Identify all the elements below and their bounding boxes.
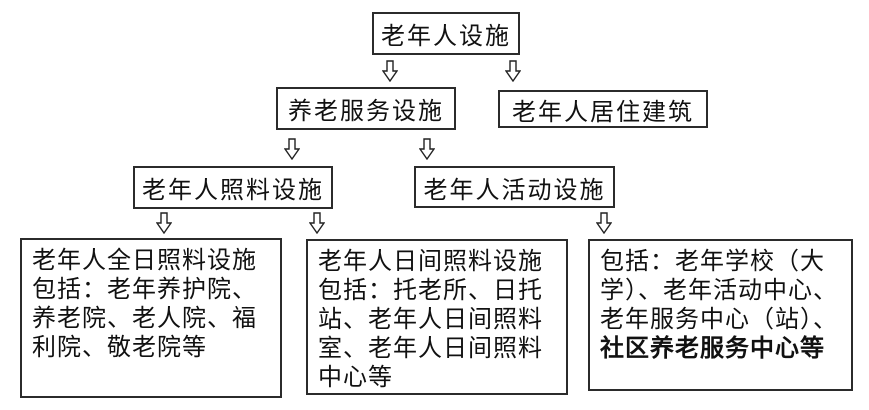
down-arrow-icon — [596, 212, 612, 234]
leaf-text-line: 老年服务中心（站）、 — [600, 307, 838, 333]
node-elderly-facilities: 老年人设施 — [372, 12, 520, 55]
down-arrow-icon — [505, 60, 521, 82]
leaf-daytime-care-facilities: 老年人日间照料设施 包括：托老所、日托 站、老年人日间照料 室、老年人日间照料 … — [306, 239, 568, 395]
down-arrow-icon — [156, 212, 172, 234]
leaf-text-line: 老年人全日照料设施 — [32, 248, 257, 274]
down-arrow-icon — [382, 60, 398, 82]
node-label: 养老服务设施 — [288, 99, 444, 125]
leaf-text-line: 站、老年人日间照料 — [318, 307, 543, 333]
leaf-text-line: 包括：老年学校（大 — [600, 249, 825, 275]
leaf-text-line: 老年人日间照料设施 — [318, 249, 543, 275]
leaf-text-line-bold: 社区养老服务中心等 — [600, 336, 825, 362]
down-arrow-icon — [284, 138, 300, 160]
node-label: 老年人设施 — [381, 24, 511, 50]
leaf-text-line: 室、老年人日间照料 — [318, 336, 543, 362]
down-arrow-icon — [419, 138, 435, 160]
leaf-activity-facility-examples: 包括：老年学校（大 学）、老年活动中心、 老年服务中心（站）、 社区养老服务中心… — [588, 239, 853, 391]
leaf-fullday-care-facilities: 老年人全日照料设施 包括：老年养护院、 养老院、老人院、福 利院、敬老院等 — [20, 238, 282, 398]
leaf-text-line: 中心等 — [318, 365, 393, 391]
node-residential-buildings: 老年人居住建筑 — [498, 90, 708, 128]
leaf-text-line: 包括：老年养护院、 — [32, 277, 257, 303]
node-care-facilities: 老年人照料设施 — [133, 166, 333, 209]
leaf-text-line: 利院、敬老院等 — [32, 335, 207, 361]
down-arrow-icon — [309, 212, 325, 234]
leaf-text-line: 包括：托老所、日托 — [318, 278, 543, 304]
node-label: 老年人活动设施 — [423, 177, 606, 204]
node-label: 老年人居住建筑 — [512, 99, 694, 126]
node-care-service-facilities: 养老服务设施 — [276, 87, 456, 130]
node-label: 老年人照料设施 — [142, 178, 324, 204]
node-activity-facilities: 老年人活动设施 — [414, 166, 615, 208]
leaf-text-line: 养老院、老人院、福 — [32, 306, 257, 332]
leaf-text-line: 学）、老年活动中心、 — [600, 278, 838, 304]
